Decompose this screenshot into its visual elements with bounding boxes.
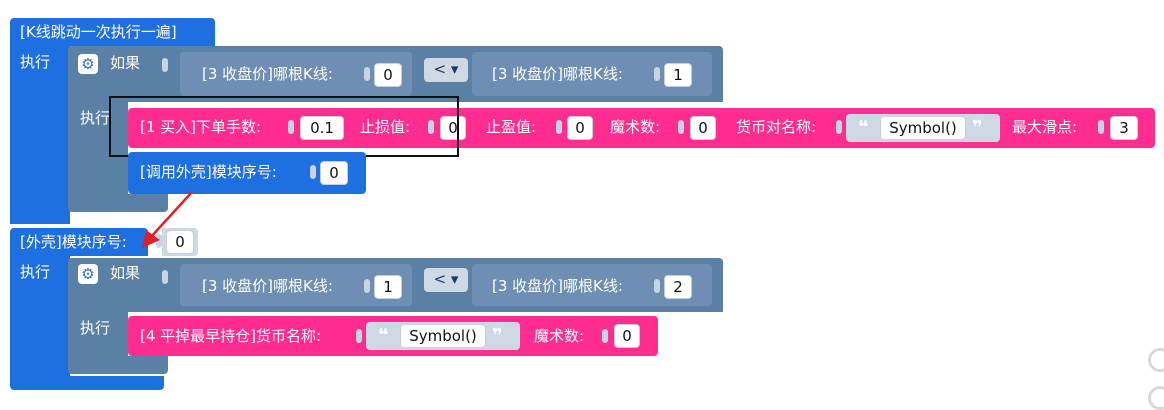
gear-icon[interactable]: ⚙ — [78, 54, 98, 74]
symbol-label: 货币对名称: — [736, 118, 817, 136]
condition-left-label: [3 收盘价]哪根K线: — [202, 277, 333, 295]
connector — [356, 329, 362, 343]
shell-block-title: [外壳]模块序号: — [20, 233, 127, 251]
connector — [364, 67, 370, 81]
call-shell-label: [调用外壳]模块序号: — [140, 163, 277, 181]
connector — [654, 279, 660, 293]
condition-right-value[interactable]: 1 — [664, 63, 692, 87]
connector — [162, 270, 168, 284]
if-block-body — [68, 102, 128, 202]
connector — [678, 120, 684, 134]
if-block-foot — [68, 356, 168, 374]
connector — [364, 279, 370, 293]
buy-label: [1 买入]下单手数: — [140, 118, 262, 136]
magic-label: 魔术数: — [610, 118, 661, 136]
takeprofit-label: 止盈值: — [486, 118, 537, 136]
connector — [162, 58, 168, 72]
condition-left[interactable] — [180, 264, 412, 306]
shell-block[interactable] — [10, 228, 148, 256]
quote-open-icon: ❝ — [858, 117, 869, 138]
close-label: [4 平掉最早持仓]货币名称: — [140, 327, 322, 345]
connector — [1098, 120, 1104, 134]
if-block-body — [68, 312, 128, 364]
shell-block-foot — [10, 376, 164, 390]
magic-value[interactable]: 0 — [614, 324, 640, 348]
connector — [156, 234, 162, 248]
stoploss-label: 止损值: — [360, 118, 411, 136]
quote-close-icon: ❞ — [972, 117, 983, 138]
shell-block-body — [10, 256, 70, 380]
selection-highlight — [109, 96, 459, 157]
if-block-foot — [68, 194, 168, 212]
then-label: 执行 — [80, 109, 111, 127]
event-block-kline[interactable] — [10, 18, 215, 46]
arrow-icon — [142, 191, 193, 248]
connector — [310, 165, 316, 179]
operator-dropdown[interactable]: < ▾ — [424, 58, 468, 82]
exec-label: 执行 — [20, 53, 51, 71]
quote-close-icon: ❞ — [492, 325, 503, 346]
gear-icon[interactable]: ⚙ — [78, 264, 98, 284]
recenter-icon[interactable] — [1148, 348, 1164, 372]
shell-block-value[interactable]: 0 — [166, 230, 194, 254]
connector — [428, 120, 434, 134]
condition-left-value[interactable]: 0 — [374, 63, 402, 87]
exec-label: 执行 — [20, 263, 51, 281]
event-block-title: [K线跳动一次执行一遍] — [20, 23, 177, 41]
connector — [288, 120, 294, 134]
event-block-body — [10, 46, 70, 224]
connector — [836, 120, 842, 134]
connector — [602, 329, 608, 343]
slippage-value[interactable]: 3 — [1110, 116, 1138, 140]
condition-left-label: [3 收盘价]哪根K线: — [202, 65, 333, 83]
condition-left[interactable] — [180, 52, 412, 96]
if-label: 如果 — [110, 54, 141, 72]
connector — [654, 67, 660, 81]
takeprofit-value[interactable]: 0 — [567, 116, 593, 140]
magic-label: 魔术数: — [534, 327, 585, 345]
quote-open-icon: ❝ — [378, 325, 389, 346]
symbol-value[interactable]: Symbol() — [400, 324, 486, 348]
then-label: 执行 — [80, 319, 111, 337]
condition-right-label: [3 收盘价]哪根K线: — [492, 277, 623, 295]
operator-dropdown[interactable]: < ▾ — [424, 268, 468, 292]
magic-value[interactable]: 0 — [690, 116, 716, 140]
stoploss-value[interactable]: 0 — [440, 116, 466, 140]
slippage-label: 最大滑点: — [1012, 118, 1078, 136]
condition-left-value[interactable]: 1 — [374, 275, 402, 299]
if-label: 如果 — [110, 264, 141, 282]
condition-right-value[interactable]: 2 — [664, 275, 692, 299]
condition-right-label: [3 收盘价]哪根K线: — [492, 65, 623, 83]
call-shell-value[interactable]: 0 — [320, 161, 348, 185]
lots-value[interactable]: 0.1 — [300, 116, 344, 140]
symbol-value[interactable]: Symbol() — [880, 116, 966, 140]
connector — [556, 120, 562, 134]
zoom-in-icon[interactable] — [1148, 386, 1164, 410]
